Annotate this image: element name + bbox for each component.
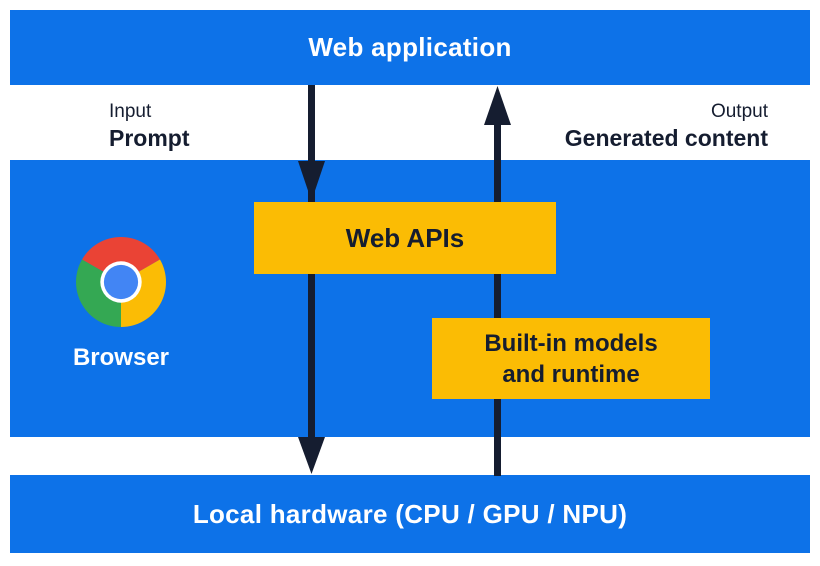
local-hardware-label: Local hardware (CPU / GPU / NPU) <box>192 498 628 529</box>
input-arrowhead-bottom <box>298 437 325 474</box>
browser-label: Browser <box>72 344 170 371</box>
builtin-models-label-line2: and runtime <box>502 360 640 388</box>
input-value: Prompt <box>109 125 190 151</box>
output-title: Output <box>710 101 768 122</box>
builtin-models-box: Built-in models and runtime <box>432 318 710 399</box>
local-hardware-bar: Local hardware (CPU / GPU / NPU) <box>10 475 810 553</box>
input-label-group: Input Prompt <box>109 99 190 153</box>
output-label-group: Output Generated content <box>565 99 768 153</box>
input-title: Input <box>109 101 152 122</box>
web-application-label: Web application <box>308 32 512 62</box>
chrome-logo-icon <box>76 237 166 327</box>
output-value: Generated content <box>564 125 768 151</box>
web-apis-box: Web APIs <box>254 202 556 274</box>
output-arrowhead-top <box>484 86 511 125</box>
chrome-logo-blue-center <box>103 264 139 300</box>
web-application-bar: Web application <box>10 10 810 85</box>
chrome-logo-red-segment <box>82 237 160 282</box>
web-apis-label: Web APIs <box>345 222 465 253</box>
builtin-models-label-line1: Built-in models <box>484 329 658 357</box>
